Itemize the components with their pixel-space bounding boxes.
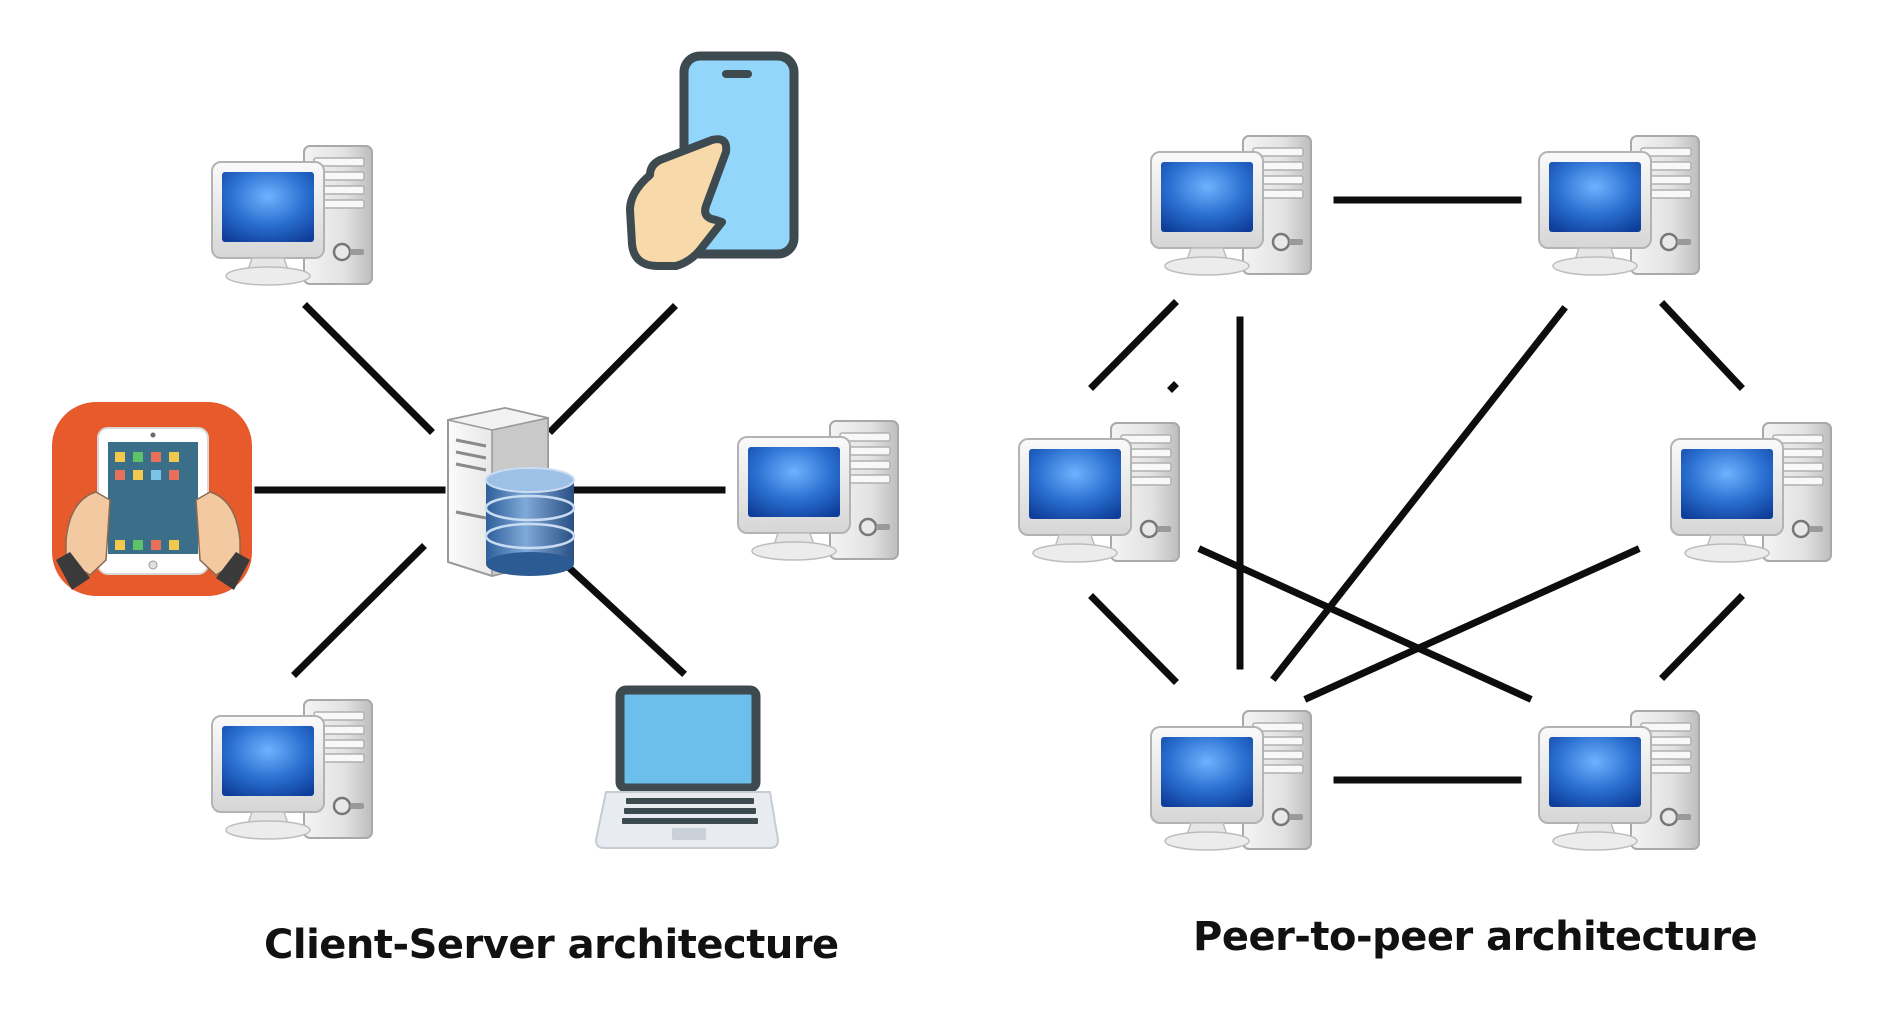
peer-desktop-top-left <box>1149 134 1313 277</box>
link-tr-bl <box>1270 305 1568 682</box>
link-tl-ml-stub <box>1167 381 1179 393</box>
laptop-keyboard <box>622 798 758 824</box>
link-tl-ml <box>1088 299 1179 391</box>
peer-desktop-bottom-left <box>1149 709 1313 852</box>
database-server-icon <box>447 406 576 578</box>
peer-to-peer-caption: Peer-to-peer architecture <box>1193 914 1758 960</box>
link-mr-br <box>1659 593 1745 681</box>
client-desktop-right <box>736 419 900 562</box>
link-server-smartphone <box>547 303 678 435</box>
peer-links <box>1088 196 1745 784</box>
link-server-bottom-left-desktop <box>291 543 427 678</box>
link-server-top-left-desktop <box>302 302 435 435</box>
smartphone-icon <box>626 51 799 270</box>
peer-desktop-top-right <box>1537 134 1701 277</box>
tablet-icon <box>52 402 252 596</box>
link-mr-bl <box>1303 545 1641 703</box>
peer-desktop-middle-left <box>1017 421 1181 564</box>
peer-to-peer-diagram <box>1017 134 1833 852</box>
peer-desktop-middle-right <box>1669 421 1833 564</box>
link-tr-mr <box>1659 300 1745 391</box>
peer-desktop-bottom-right <box>1537 709 1701 852</box>
link-ml-bl <box>1088 593 1179 685</box>
client-server-caption: Client-Server architecture <box>264 922 839 968</box>
client-server-links <box>254 302 726 678</box>
link-server-laptop <box>559 558 687 677</box>
link-ml-br <box>1197 545 1533 703</box>
tablet-app-grid <box>115 452 179 550</box>
client-server-diagram <box>52 51 900 849</box>
laptop-icon <box>594 685 780 849</box>
client-desktop-bottom-left <box>210 698 374 841</box>
client-desktop-top-left <box>210 144 374 287</box>
